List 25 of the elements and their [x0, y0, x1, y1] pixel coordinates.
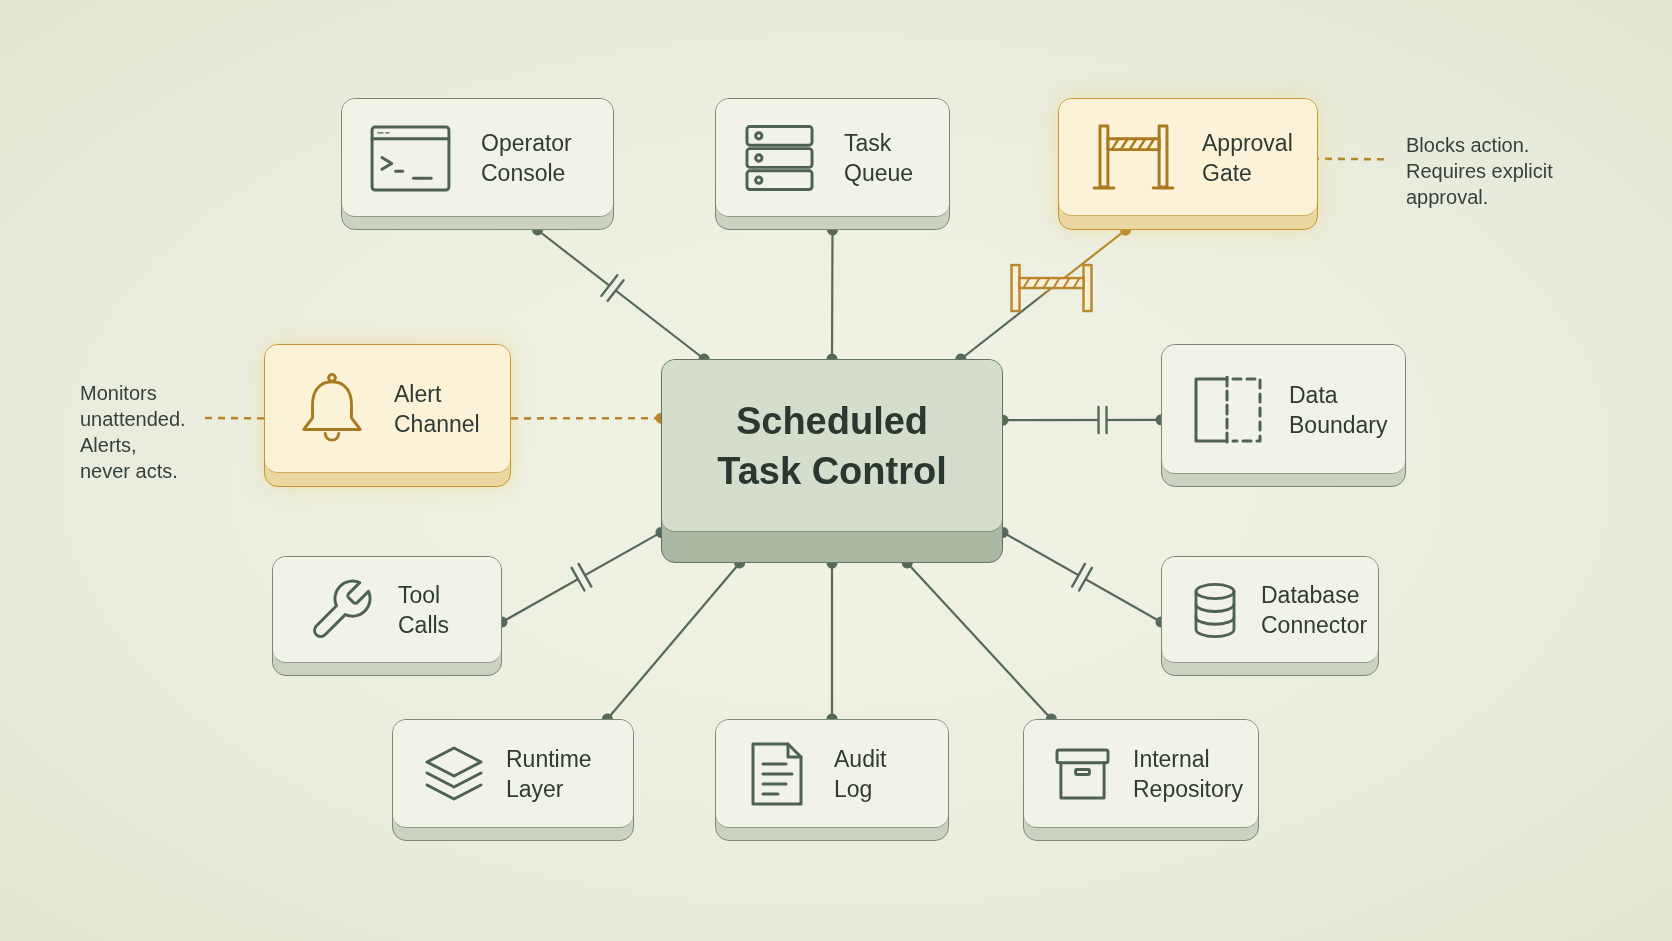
component-card	[392, 719, 634, 841]
dashed-leader-line	[205, 416, 264, 420]
node-label: Tool Calls	[398, 581, 450, 640]
annotation-text: Blocks action. Requires explicit approval.	[1384, 132, 1556, 210]
component-card	[272, 556, 502, 676]
highlighted-card	[264, 344, 511, 487]
node-label: Approval Gate	[1202, 128, 1293, 188]
node-label: Audit Log	[834, 745, 887, 804]
node-label: Operator Console	[481, 129, 572, 188]
node-label: Runtime Layer	[506, 745, 592, 804]
component-card	[1023, 719, 1259, 841]
component-card	[715, 719, 949, 841]
component-card	[341, 98, 614, 230]
component-card	[1161, 556, 1379, 676]
node-label: Internal Repository	[1133, 745, 1243, 804]
node-label: Task Queue	[844, 129, 914, 188]
annotation-text: Monitors unattended. Alerts, never acts.	[80, 380, 205, 484]
node-label: Alert Channel	[394, 380, 480, 439]
hub-title: Scheduled Task Control	[716, 399, 948, 494]
highlighted-card	[1058, 98, 1318, 230]
hub-card	[661, 359, 1003, 563]
node-label: Data Boundary	[1289, 380, 1388, 440]
node-label: Database Connector	[1261, 581, 1368, 640]
component-card	[715, 98, 950, 230]
component-card	[1161, 344, 1406, 487]
